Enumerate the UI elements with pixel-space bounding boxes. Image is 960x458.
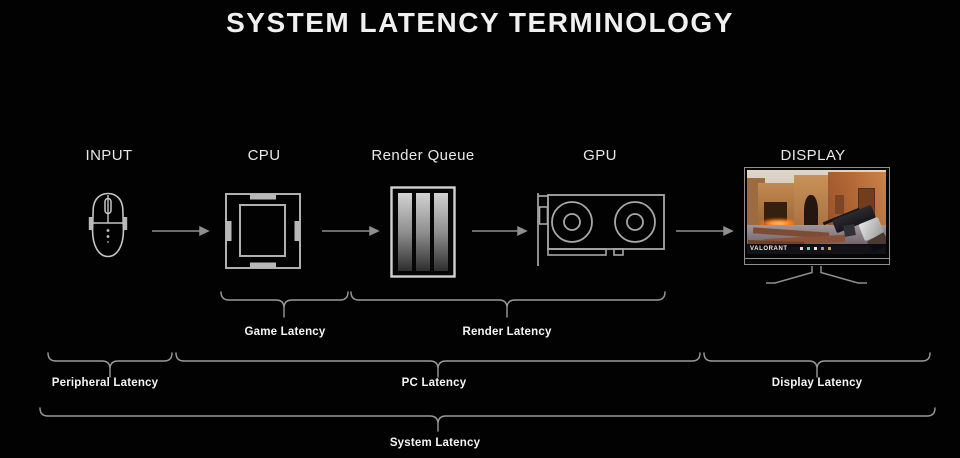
game-screenshot: VALORANT	[747, 170, 886, 254]
monitor-stand	[766, 266, 867, 284]
flow-arrow	[472, 226, 528, 236]
stage-label-render-queue: Render Queue	[371, 147, 475, 164]
page-title: SYSTEM LATENCY TERMINOLOGY	[226, 7, 734, 38]
flow-arrow	[152, 226, 210, 236]
game-archway	[803, 195, 818, 231]
bracket-display-latency	[703, 352, 931, 378]
stage-label-gpu: GPU	[583, 147, 617, 164]
system-latency-label: System Latency	[389, 437, 481, 449]
monitor-bottom-bezel	[745, 257, 889, 259]
peripheral-latency-label: Peripheral Latency	[51, 377, 159, 389]
bracket-peripheral-latency	[47, 352, 173, 378]
cpu-chip-icon	[225, 193, 301, 269]
stage-label-cpu: CPU	[247, 147, 281, 164]
flow-arrow	[676, 226, 734, 236]
gpu-card-icon	[537, 193, 665, 266]
flow-arrow	[322, 226, 380, 236]
render-queue-icon	[390, 186, 456, 278]
game-hud-icons	[799, 247, 856, 251]
game-latency-label: Game Latency	[244, 326, 326, 338]
stage-label-input: INPUT	[85, 147, 133, 164]
bracket-system-latency	[39, 407, 936, 432]
render-latency-label: Render Latency	[462, 326, 552, 338]
bracket-render-latency	[350, 291, 666, 318]
stage-label-display: DISPLAY	[780, 147, 846, 164]
valorant-logo: VALORANT	[750, 246, 788, 252]
bracket-pc-latency	[175, 352, 701, 378]
monitor-icon: VALORANT	[744, 167, 890, 265]
pc-latency-label: PC Latency	[401, 377, 467, 389]
game-door	[834, 195, 845, 214]
display-latency-label: Display Latency	[771, 377, 863, 389]
game-fire-effect	[756, 217, 802, 229]
bracket-game-latency	[220, 291, 349, 318]
mouse-icon	[88, 192, 128, 258]
